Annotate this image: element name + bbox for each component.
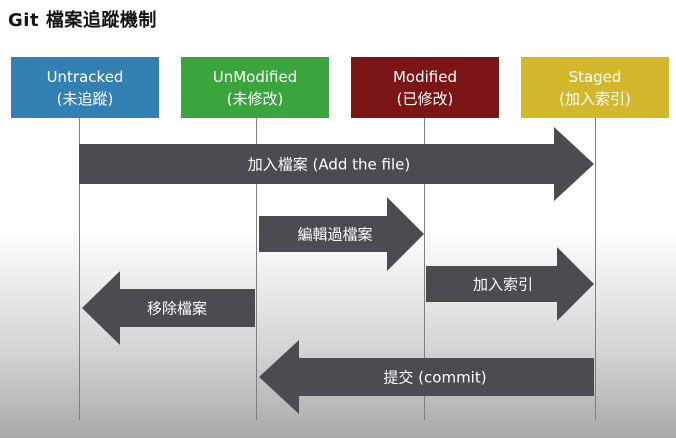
state-unmodified-name: UnModified — [212, 67, 298, 86]
lifeline-untracked — [79, 118, 80, 420]
state-untracked-name: Untracked — [46, 67, 124, 86]
arrow-add-file-label: 加入檔案 (Add the file) — [247, 155, 411, 174]
state-staged: Staged (加入索引) — [521, 57, 669, 118]
state-modified-name: Modified — [392, 67, 457, 86]
state-modified: Modified (已修改) — [351, 57, 499, 118]
state-modified-sub: (已修改) — [396, 89, 454, 108]
state-unmodified: UnModified (未修改) — [181, 57, 329, 118]
state-untracked: Untracked (未追蹤) — [11, 57, 159, 118]
arrow-stage-file-label: 加入索引 — [472, 275, 534, 294]
state-unmodified-sub: (未修改) — [226, 89, 284, 108]
arrow-add-file: 加入檔案 (Add the file) — [79, 127, 594, 201]
arrow-commit-label: 提交 (commit) — [383, 368, 487, 387]
arrow-edit-file: 編輯過檔案 — [259, 197, 424, 271]
arrow-remove-file: 移除檔案 — [82, 271, 255, 345]
arrow-stage-file: 加入索引 — [426, 247, 594, 321]
lifeline-staged — [595, 118, 596, 420]
state-untracked-sub: (未追蹤) — [56, 89, 114, 108]
lifeline-unmodified — [256, 118, 257, 420]
lifeline-modified — [424, 118, 425, 420]
page-title: Git 檔案追蹤機制 — [8, 10, 157, 31]
arrow-edit-file-label: 編輯過檔案 — [297, 225, 373, 244]
state-staged-sub: (加入索引) — [559, 89, 631, 108]
arrow-remove-file-label: 移除檔案 — [146, 299, 208, 318]
arrow-commit: 提交 (commit) — [259, 340, 594, 414]
state-staged-name: Staged — [568, 67, 622, 86]
